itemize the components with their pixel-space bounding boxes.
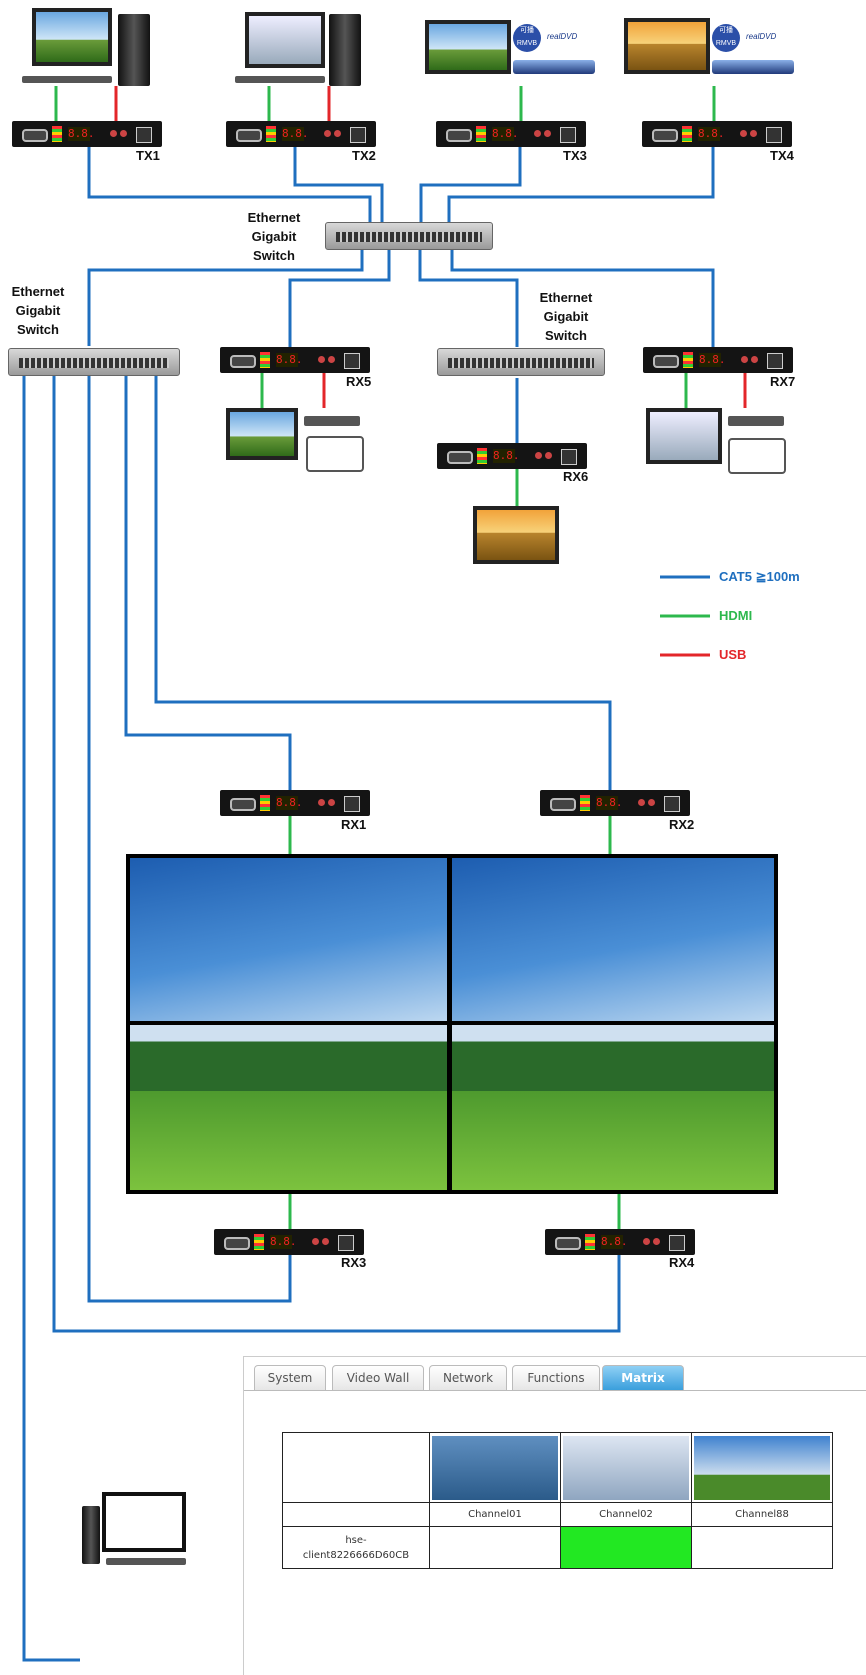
matrix-cell-r1-c2-active[interactable] [560, 1526, 692, 1569]
tx2-label: TX2 [352, 148, 376, 163]
receiver-rx7: 8.8. [643, 347, 793, 373]
receiver-rx1: 8.8. [220, 790, 370, 816]
header-blank [282, 1502, 430, 1527]
pc-tower [329, 14, 361, 86]
receiver-rx4: 8.8. [545, 1229, 695, 1255]
receiver-rx3: 8.8. [214, 1229, 364, 1255]
wall-tile-bottom-right [452, 1025, 774, 1190]
tv-screen [624, 18, 710, 74]
bluray-player [513, 60, 595, 74]
ethernet-switch-top [325, 222, 493, 250]
switch-mid-label: Ethernet Gigabit Switch [539, 290, 593, 343]
rx3-label: RX3 [341, 1255, 367, 1270]
display-rx5 [226, 408, 366, 472]
tab-network[interactable]: Network [429, 1365, 507, 1391]
hdmi-cables [54, 86, 716, 1229]
ethernet-switch-left [8, 348, 180, 376]
tab-bar-line [244, 1390, 866, 1391]
tx3-label: TX3 [563, 148, 587, 163]
receiver-rx6: 8.8. [437, 443, 587, 469]
tv-screen [425, 20, 511, 74]
monitor [102, 1492, 186, 1552]
transmitter-tx3: 8.8. [436, 121, 586, 147]
keyboard [235, 76, 325, 83]
monitor [32, 8, 112, 66]
rx5-label: RX5 [346, 374, 372, 389]
tx4-label: TX4 [770, 148, 794, 163]
wall-tile-top-left [130, 858, 447, 1021]
channel-header-3: Channel88 [691, 1502, 833, 1527]
matrix-ui-panel: System Video Wall Network Functions Matr… [243, 1356, 866, 1675]
keyboard [106, 1558, 186, 1565]
matrix-cell-r1-c1[interactable] [429, 1526, 561, 1569]
rx7-label: RX7 [770, 374, 796, 389]
source-tv-4: 可播 RMVB realDVD [624, 18, 794, 84]
source-pc-2 [235, 10, 370, 86]
transmitter-tx2: 8.8. [226, 121, 376, 147]
display-rx6 [473, 506, 563, 572]
legend-usb: USB [719, 647, 747, 662]
transmitter-tx4: 8.8. [642, 121, 792, 147]
matrix-table: Channel01 Channel02 Channel88 hse- clien… [282, 1432, 833, 1569]
bluray-player [712, 60, 794, 74]
tx1-label: TX1 [136, 148, 160, 163]
keyboard [22, 76, 112, 83]
touch-icon [728, 438, 786, 474]
rmvb-badge: 可播 RMVB [712, 24, 740, 52]
wall-tile-top-right [452, 858, 774, 1021]
realdvd-logo: realDVD [547, 32, 578, 41]
legend-hdmi: HDMI [719, 608, 753, 623]
pc-tower [118, 14, 150, 86]
matrix-corner-cell [282, 1432, 430, 1503]
channel-header-1: Channel01 [429, 1502, 561, 1527]
monitor [226, 408, 298, 460]
wall-tile-bottom-left [130, 1025, 447, 1190]
switch-top-label: Ethernet Gigabit Switch [247, 210, 301, 263]
keyboard [728, 416, 784, 426]
channel-thumb-3[interactable] [691, 1432, 833, 1503]
tab-matrix[interactable]: Matrix [602, 1365, 684, 1391]
tv-screen [473, 506, 559, 564]
tab-functions[interactable]: Functions [512, 1365, 600, 1391]
client-label: hse- client8226666D60CB [282, 1526, 430, 1569]
receiver-rx2: 8.8. [540, 790, 690, 816]
ethernet-switch-mid [437, 348, 605, 376]
rmvb-badge: 可播 RMVB [513, 24, 541, 52]
matrix-cell-r1-c3[interactable] [691, 1526, 833, 1569]
transmitter-tx1: 8.8. [12, 121, 162, 147]
receiver-rx5: 8.8. [220, 347, 370, 373]
rx1-label: RX1 [341, 817, 367, 832]
cat5-cables [22, 147, 715, 1662]
usb-cables [114, 86, 747, 408]
display-rx7 [646, 408, 786, 474]
source-tv-3: 可播 RMVB realDVD [425, 20, 595, 84]
channel-thumb-2[interactable] [560, 1432, 692, 1503]
rx6-label: RX6 [563, 469, 589, 484]
realdvd-logo: realDVD [746, 32, 777, 41]
source-pc-1 [22, 6, 157, 86]
tab-video-wall[interactable]: Video Wall [332, 1365, 424, 1391]
rx2-label: RX2 [669, 817, 695, 832]
switch-left-label: Ethernet Gigabit Switch [11, 284, 65, 337]
keyboard [304, 416, 360, 426]
legend-cat5: CAT5 ≧100m [719, 569, 800, 584]
rx4-label: RX4 [669, 1255, 695, 1270]
channel-header-2: Channel02 [560, 1502, 692, 1527]
monitor [646, 408, 722, 464]
monitor [245, 12, 325, 68]
tab-system[interactable]: System [254, 1365, 326, 1391]
touch-icon [306, 436, 364, 472]
pc-tower [82, 1506, 100, 1564]
video-wall [126, 854, 778, 1194]
control-pc [80, 1492, 210, 1568]
channel-thumb-1[interactable] [429, 1432, 561, 1503]
